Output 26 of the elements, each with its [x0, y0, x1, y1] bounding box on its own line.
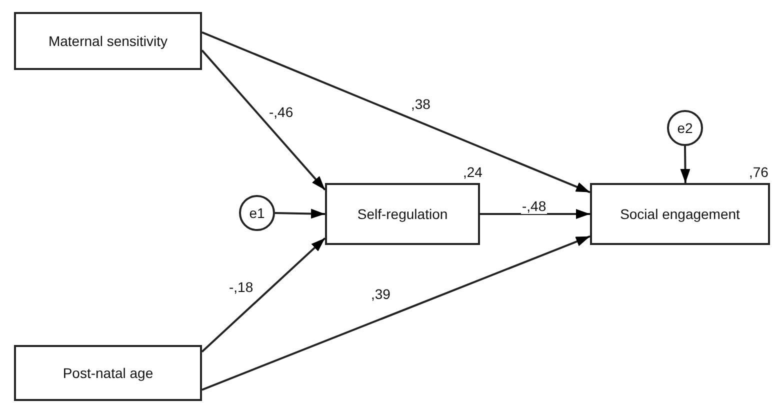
node-label: Self-regulation [357, 206, 448, 222]
path-coefficient: -,46 [268, 104, 294, 120]
r-squared-value: ,76 [748, 164, 770, 180]
arrow [202, 31, 590, 194]
node-label: e1 [249, 205, 265, 221]
path-coefficient: -,18 [228, 279, 254, 295]
variable-box [14, 12, 202, 70]
variable-box [325, 183, 480, 245]
arrow [201, 237, 326, 352]
node-label: Post-natal age [62, 365, 154, 381]
error-term-circle [667, 110, 703, 146]
path-coefficient: ,38 [410, 96, 432, 112]
r-squared-value: ,24 [462, 164, 484, 180]
path-coefficient: -,48 [521, 198, 548, 214]
arrow [202, 235, 590, 391]
variable-box [590, 183, 770, 245]
error-term-circle [239, 195, 275, 231]
arrow [680, 146, 690, 184]
node-label: Maternal sensitivity [48, 33, 168, 49]
node-label: e2 [677, 120, 693, 136]
path-coefficient: ,39 [370, 286, 392, 302]
arrow [480, 209, 590, 219]
node-label: Social engagement [620, 206, 740, 222]
arrow [201, 50, 326, 190]
variable-box [14, 345, 202, 401]
arrow [274, 208, 326, 219]
